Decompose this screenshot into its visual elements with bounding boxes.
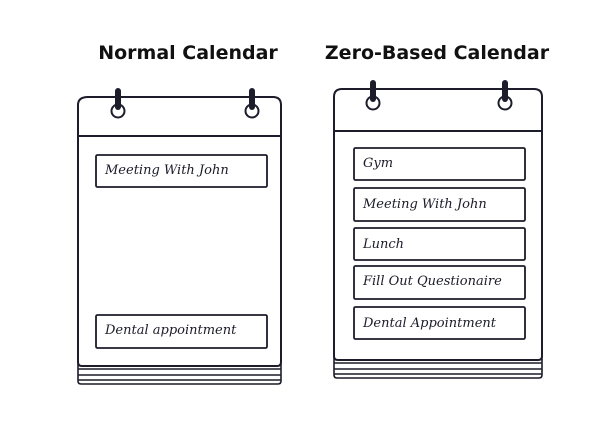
zero-based-calendar-event-2-label: Lunch — [362, 237, 404, 252]
zero-based-calendar-event-4: Dental Appointment — [353, 306, 526, 340]
zero-based-calendar-event-0: Gym — [353, 147, 526, 181]
normal-calendar-ring-right — [244, 88, 260, 119]
zero-based-calendar-event-3-label: Fill Out Questionaire — [362, 274, 502, 289]
normal-calendar-event-0: Meeting With John — [95, 154, 268, 188]
zero-based-calendar-ring-left — [365, 80, 381, 111]
normal-calendar-event-0-label: Meeting With John — [104, 163, 229, 178]
zero-based-calendar-event-1-label: Meeting With John — [362, 197, 487, 212]
zero-based-calendar-event-2: Lunch — [353, 227, 526, 261]
normal-calendar-event-1: Dental appointment — [95, 314, 268, 349]
zero-based-calendar-event-0-label: Gym — [363, 156, 393, 171]
normal-calendar-event-1-label: Dental appointment — [104, 323, 237, 338]
zero-based-calendar-page-stack — [333, 355, 543, 379]
normal-calendar-title: Normal Calendar — [98, 42, 278, 64]
normal-calendar-page-stack — [77, 361, 282, 385]
normal-calendar-ring-left — [110, 88, 126, 119]
zero-based-calendar-event-3: Fill Out Questionaire — [353, 265, 526, 300]
zero-based-calendar-event-4-label: Dental Appointment — [362, 316, 497, 331]
zero-based-calendar: Zero-Based Calendar Gym Meeting With Jo — [325, 42, 550, 379]
zero-based-calendar-ring-right — [497, 80, 513, 111]
normal-calendar: Normal Calendar Meeting With John Denta — [77, 42, 282, 385]
zero-based-calendar-title: Zero-Based Calendar — [325, 42, 550, 64]
zero-based-calendar-event-1: Meeting With John — [353, 187, 526, 222]
